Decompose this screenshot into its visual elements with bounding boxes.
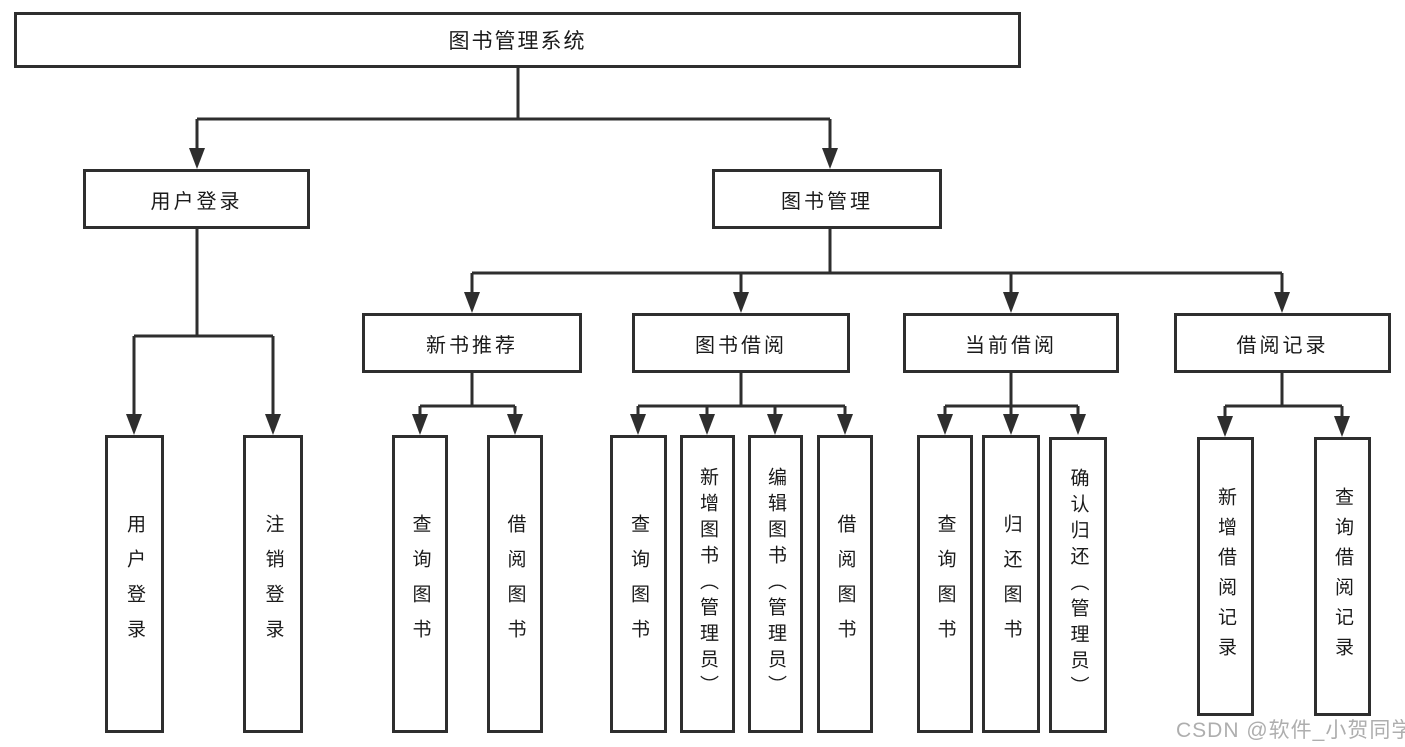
leaf-label: 注销登录 — [262, 514, 284, 654]
leaf-label: 新增借阅记录 — [1215, 486, 1236, 667]
leaf-recommend-borrow-books: 借阅图书 — [487, 435, 543, 733]
node-label: 图书借阅 — [695, 334, 787, 357]
watermark: CSDN @软件_小贺同学 — [1176, 719, 1405, 742]
leaf-borrowing-borrow-books: 借阅图书 — [817, 435, 873, 733]
connector-path — [132, 68, 1344, 421]
leaf-label: 借阅图书 — [834, 514, 856, 654]
leaf-confirm-return-admin: 确认归还（管理员） — [1049, 437, 1107, 733]
node-label: 借阅记录 — [1236, 334, 1329, 357]
arrowhead-icons — [126, 148, 1350, 437]
leaf-label: 编辑图书（管理员） — [765, 467, 786, 701]
node-borrowing-records: 借阅记录 — [1174, 313, 1391, 373]
leaf-label: 归还图书 — [1000, 514, 1022, 654]
leaf-query-borrow-record: 查询借阅记录 — [1314, 437, 1371, 716]
node-new-book-recommendation: 新书推荐 — [362, 313, 582, 373]
leaf-logout-login: 注销登录 — [243, 435, 303, 733]
leaf-label: 查询借阅记录 — [1332, 486, 1353, 667]
node-current-borrowing: 当前借阅 — [903, 313, 1119, 373]
leaf-label: 确认归还（管理员） — [1067, 468, 1089, 702]
leaf-add-borrow-record: 新增借阅记录 — [1197, 437, 1254, 716]
node-book-management: 图书管理 — [712, 169, 942, 229]
leaf-current-query-books: 查询图书 — [917, 435, 973, 733]
node-label: 新书推荐 — [426, 334, 518, 357]
leaf-borrowing-query-books: 查询图书 — [610, 435, 667, 733]
leaf-label: 新增图书（管理员） — [697, 467, 718, 701]
leaf-label: 查询图书 — [934, 514, 956, 654]
node-library-management-system: 图书管理系统 — [14, 12, 1021, 68]
leaf-add-books-admin: 新增图书（管理员） — [680, 435, 735, 733]
node-user-login: 用户登录 — [83, 169, 310, 229]
leaf-user-login: 用户登录 — [105, 435, 164, 733]
leaf-label: 查询图书 — [628, 514, 649, 654]
leaf-label: 用户登录 — [124, 514, 145, 654]
leaf-label: 查询图书 — [409, 514, 431, 654]
node-label: 图书管理系统 — [448, 30, 587, 53]
node-label: 用户登录 — [150, 190, 243, 213]
leaf-return-books: 归还图书 — [982, 435, 1040, 733]
node-book-borrowing: 图书借阅 — [632, 313, 850, 373]
leaf-recommend-query-books: 查询图书 — [392, 435, 448, 733]
node-label: 图书管理 — [781, 190, 873, 213]
leaf-label: 借阅图书 — [504, 514, 526, 654]
node-label: 当前借阅 — [965, 334, 1057, 357]
leaf-edit-books-admin: 编辑图书（管理员） — [748, 435, 803, 733]
